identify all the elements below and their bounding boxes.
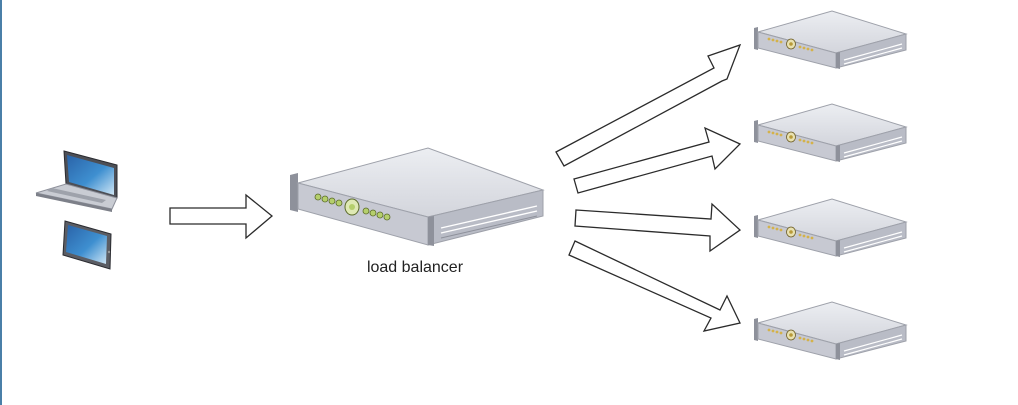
arrow-to-load-balancer bbox=[169, 193, 274, 240]
arrow-to-server-1 bbox=[555, 43, 742, 167]
load-balancer-server-icon bbox=[290, 147, 545, 246]
backend-server-3-icon bbox=[754, 198, 908, 257]
arrow-to-server-2 bbox=[573, 126, 742, 194]
backend-server-1-icon bbox=[754, 10, 908, 69]
arrow-to-server-3 bbox=[574, 202, 742, 253]
arrow-to-server-4 bbox=[568, 240, 741, 332]
load-balancer-label: load balancer bbox=[366, 259, 464, 276]
backend-server-2-icon bbox=[754, 103, 908, 162]
tablet-icon bbox=[62, 220, 112, 270]
laptop-icon bbox=[35, 150, 118, 212]
backend-server-4-icon bbox=[754, 301, 908, 360]
